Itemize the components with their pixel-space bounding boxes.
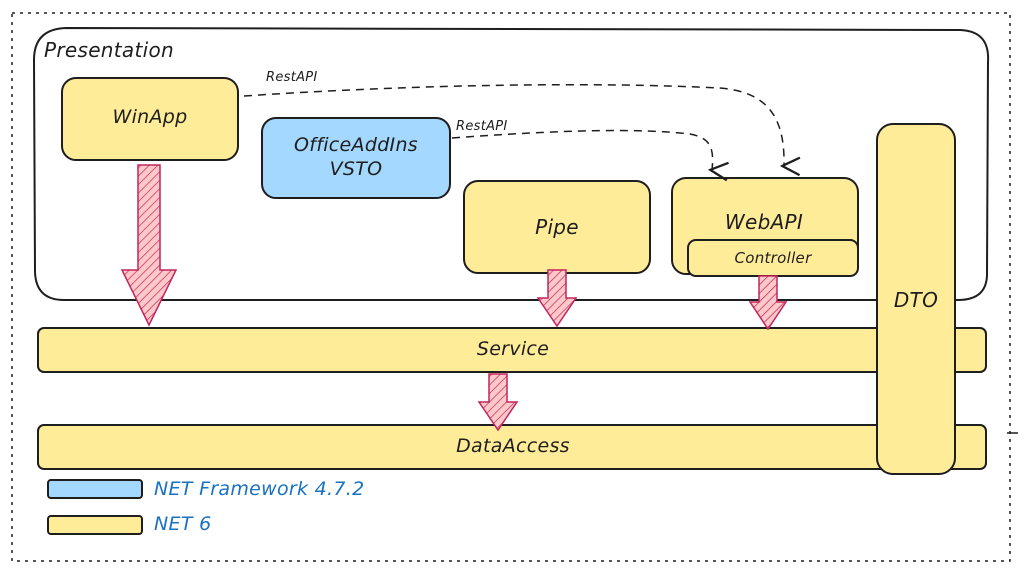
- service-label: Service: [476, 338, 550, 361]
- arrow-service-dataaccess: [477, 373, 519, 432]
- dto-label: DTO: [893, 287, 939, 312]
- data-access-bar: [37, 424, 987, 470]
- office-addins-box: [261, 117, 451, 199]
- legend-label-net6: NET 6: [154, 513, 212, 536]
- arrow-winapp-service: [120, 164, 178, 327]
- dto-box: [876, 123, 956, 475]
- webapi-label: WebAPI: [724, 209, 804, 234]
- arrow-pipe-service: [536, 269, 578, 328]
- winapp-box: [61, 77, 239, 161]
- presentation-container: [32, 26, 990, 301]
- restapi-arrow-winapp: [243, 83, 784, 166]
- data-access-label: DataAccess: [456, 435, 570, 458]
- controller-label: Controller: [734, 248, 812, 267]
- legend-label-framework: NET Framework 4.7.2: [154, 478, 365, 501]
- winapp-label: WinApp: [112, 106, 188, 129]
- restapi-label-winapp: RestAPI: [266, 70, 318, 85]
- outer-frame: [11, 12, 1011, 562]
- pipe-label: Pipe: [535, 214, 579, 239]
- service-bar: [37, 327, 987, 373]
- arrow-webapi-service: [748, 275, 788, 331]
- office-addins-label: OfficeAddIns VSTO: [293, 134, 418, 180]
- legend-swatch-net6: [47, 515, 143, 535]
- legend-swatch-framework: [47, 479, 143, 499]
- presentation-title: Presentation: [44, 38, 174, 62]
- restapi-label-office: RestAPI: [456, 119, 508, 134]
- restapi-arrow-office: [451, 129, 713, 170]
